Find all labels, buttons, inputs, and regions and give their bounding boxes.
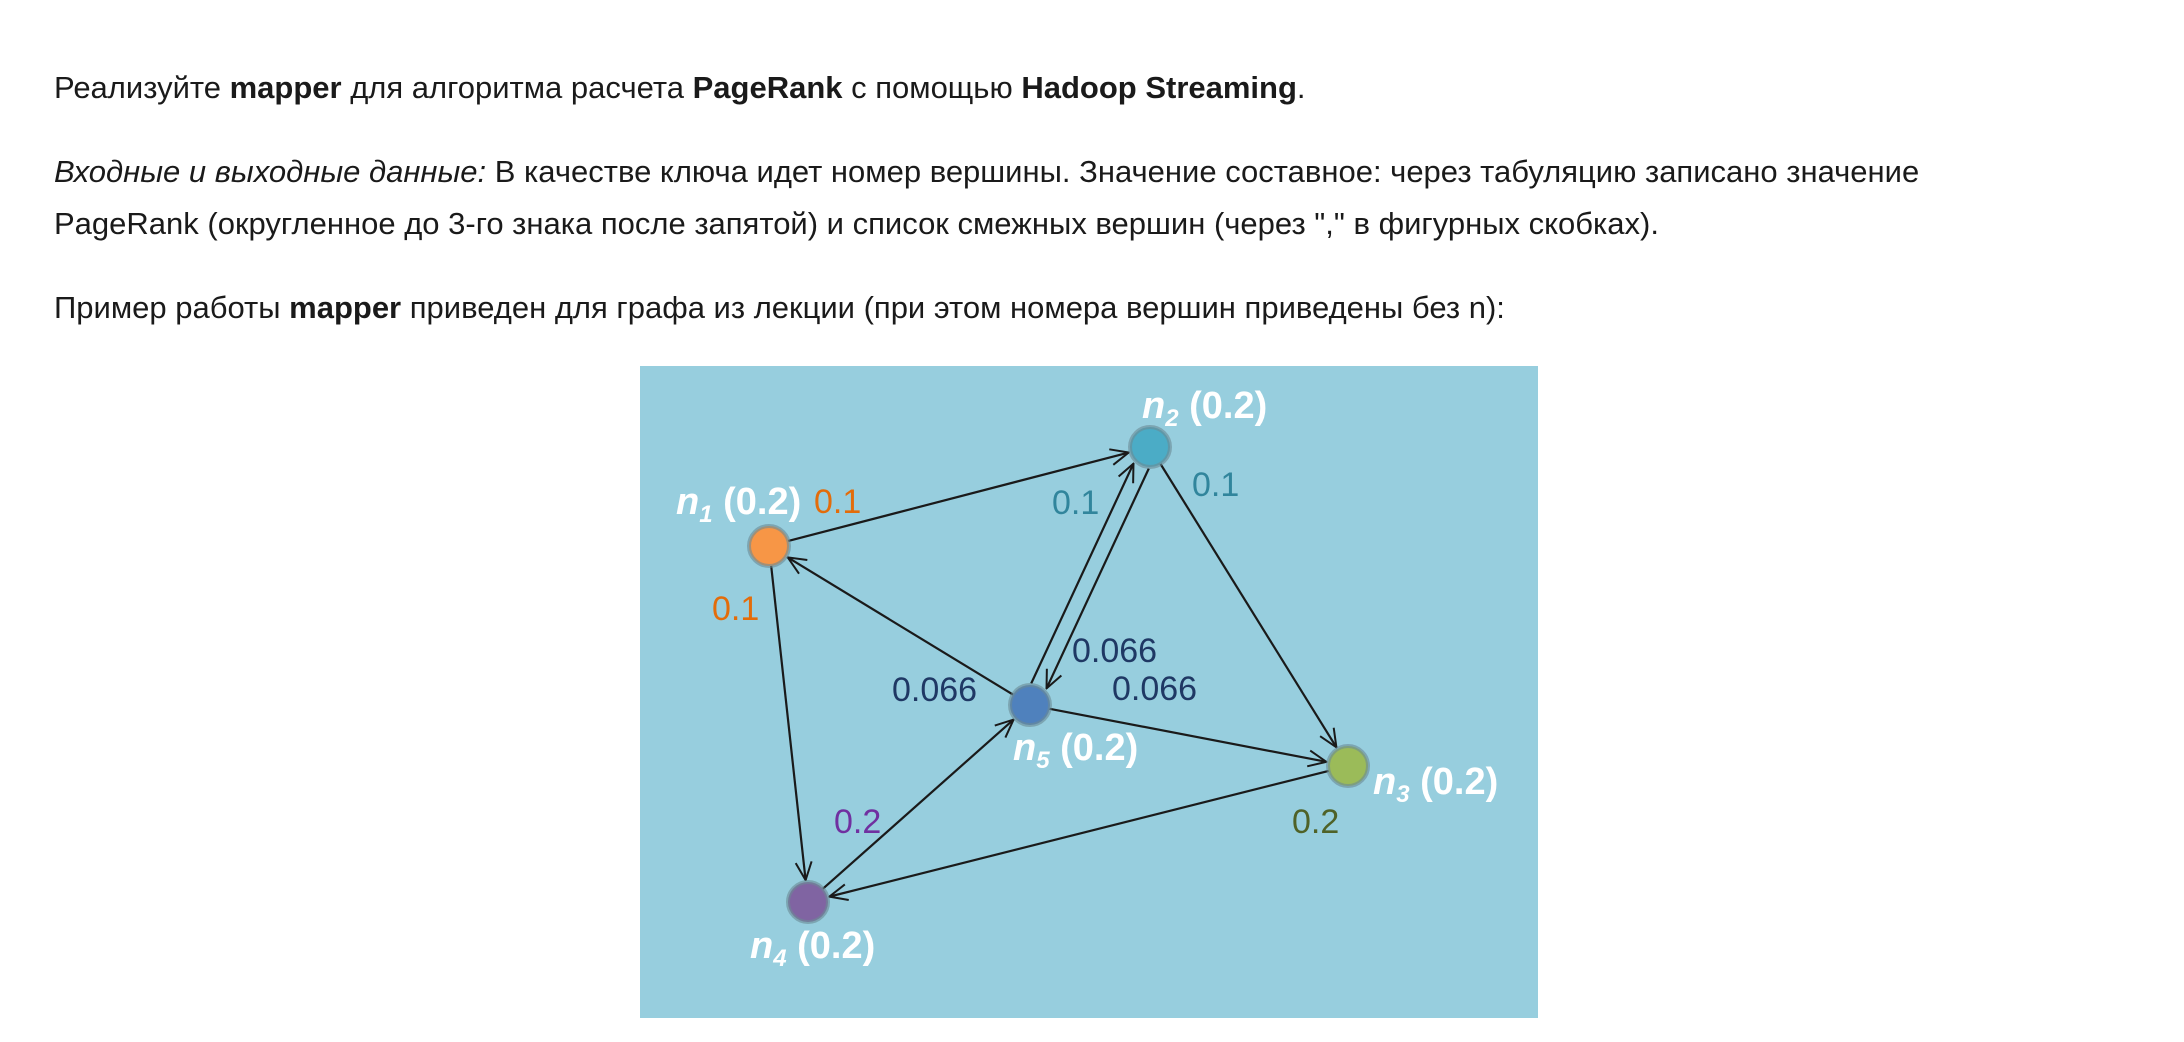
weight-label-n5-to-n2: 0.066 [1072,632,1157,670]
edge-n1-to-n4 [770,565,805,880]
intro-text-3: с помощью [842,70,1022,105]
weight-label-n5-to-n3: 0.066 [1112,670,1197,708]
io-italic-heading: Входные и выходные данные: [54,154,487,189]
weight-label-n2-to-n5: 0.1 [1052,484,1099,522]
io-paragraph: Входные и выходные данные: В качестве кл… [54,146,2134,250]
weight-label-n1-to-n2: 0.1 [814,483,861,521]
weight-label-n1-to-n4: 0.1 [712,590,759,628]
intro-bold-hadoop: Hadoop Streaming [1021,70,1297,105]
node-n2 [1128,425,1172,469]
intro-text-2: для алгоритма расчета [341,70,693,105]
example-text-1: Пример работы [54,290,290,325]
edge-n5-to-n1 [788,557,1014,696]
node-n5 [1008,683,1052,727]
io-text-line1: В качестве ключа идет номер вершины. Зна… [486,154,1920,189]
graph-edges [770,453,1337,897]
node-label-n3: n3 (0.2) [1373,761,1498,808]
intro-bold-pagerank: PageRank [692,70,843,105]
intro-bold-mapper: mapper [229,70,342,105]
edge-n5-to-n3 [1049,707,1327,762]
node-n3 [1326,744,1370,788]
weight-label-n4-to-n5: 0.2 [834,803,881,841]
weight-label-n5-to-n1: 0.066 [892,671,977,709]
node-label-n2: n2 (0.2) [1142,385,1267,432]
node-n4 [786,880,830,924]
graph-nodes [747,425,1370,924]
graph-svg: n1 (0.2) n2 (0.2) n3 (0.2) n4 (0.2) n5 (… [640,366,1538,1018]
node-n1 [747,524,791,568]
pagerank-graph-figure: n1 (0.2) n2 (0.2) n3 (0.2) n4 (0.2) n5 (… [640,366,1538,1018]
weight-label-n3-to-n4: 0.2 [1292,803,1339,841]
node-label-n4: n4 (0.2) [750,925,875,972]
intro-paragraph: Реализуйте mapper для алгоритма расчета … [54,62,2134,114]
intro-text-1: Реализуйте [54,70,230,105]
node-label-n5: n5 (0.2) [1013,727,1138,774]
example-paragraph: Пример работы mapper приведен для графа … [54,282,2134,334]
example-text-2: приведен для графа из лекции (при этом н… [401,290,1505,325]
edge-n5-to-n2 [1030,464,1133,684]
edge-n2-to-n5 [1047,468,1150,689]
edge-n2-to-n3 [1159,463,1337,747]
example-bold-mapper: mapper [289,290,402,325]
edge-n1-to-n2 [788,453,1128,543]
io-text-line2: PageRank (округленное до 3-го знака посл… [54,206,1659,241]
edge-n3-to-n4 [829,769,1329,897]
edge-n4-to-n5 [822,720,1014,890]
node-label-n1: n1 (0.2) [676,481,801,528]
task-description: Реализуйте mapper для алгоритма расчета … [54,62,2134,366]
weight-label-n2-to-n3: 0.1 [1192,466,1239,504]
intro-text-4: . [1296,70,1306,105]
